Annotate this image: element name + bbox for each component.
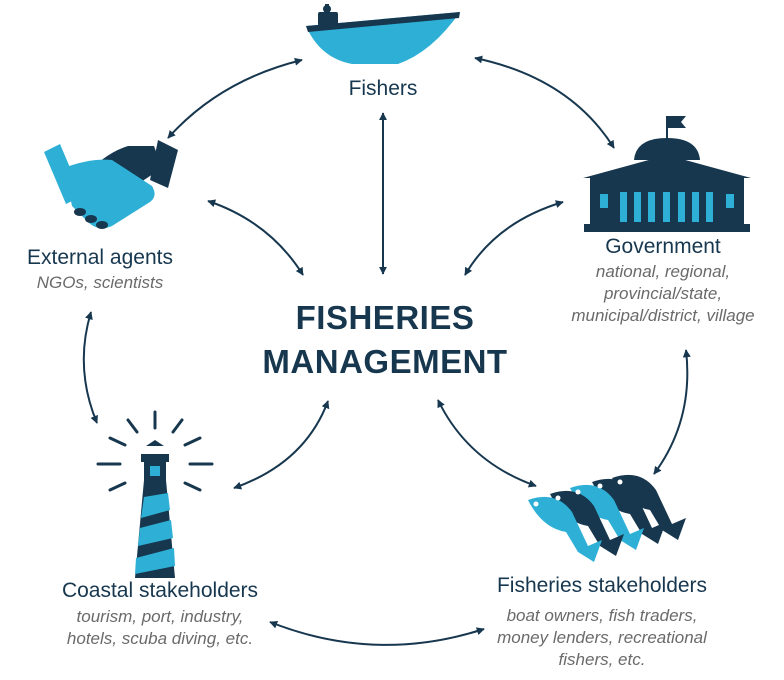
- government-sub-3: municipal/district, village: [571, 306, 755, 326]
- center-title-line1: FISHERIES: [295, 299, 475, 336]
- arrow-fisheries-coastal: [269, 620, 485, 646]
- center-title: FISHERIES MANAGEMENT: [230, 296, 540, 384]
- lighthouse-icon: [96, 410, 214, 578]
- arrow-center-government: [464, 200, 564, 276]
- government-node: Government national, regional, provincia…: [548, 234, 778, 327]
- government-sub-2: provincial/state,: [603, 284, 723, 304]
- external-sub-1: NGOs, scientists: [36, 273, 164, 293]
- external-node: External agents NGOs, scientists: [0, 245, 200, 294]
- government-title: Government: [605, 235, 721, 258]
- government-sub-1: national, regional,: [595, 262, 731, 282]
- coastal-node: Coastal stakeholders tourism, port, indu…: [20, 578, 300, 650]
- coastal-title: Coastal stakeholders: [61, 579, 259, 602]
- fishers-title: Fishers: [348, 77, 418, 100]
- arrow-center-coastal: [233, 400, 330, 490]
- arrow-center-external: [207, 199, 304, 276]
- boat-icon: [306, 4, 460, 64]
- coastal-sub-1: tourism, port, industry,: [76, 607, 244, 627]
- fisheries-title: Fisheries stakeholders: [496, 574, 708, 597]
- fisheries-node: Fisheries stakeholders boat owners, fish…: [468, 573, 736, 671]
- coastal-sub-2: hotels, scuba diving, etc.: [66, 629, 254, 649]
- arrow-government-fisheries: [653, 349, 691, 475]
- arrow-external-fishers: [167, 57, 303, 139]
- center-title-line2: MANAGEMENT: [262, 343, 508, 380]
- external-title: External agents: [27, 246, 173, 269]
- fisheries-sub-2: money lenders, recreational: [497, 628, 707, 648]
- fish-icon: [528, 474, 686, 562]
- handshake-icon: [44, 140, 178, 229]
- government-building-icon: [583, 116, 751, 232]
- arrow-fishers-government: [474, 55, 615, 149]
- fisheries-sub-3: fishers, etc.: [558, 650, 646, 670]
- fisheries-sub-1: boat owners, fish traders,: [506, 606, 698, 626]
- arrow-coastal-external: [82, 311, 98, 424]
- arrow-center-fisheries: [437, 399, 537, 488]
